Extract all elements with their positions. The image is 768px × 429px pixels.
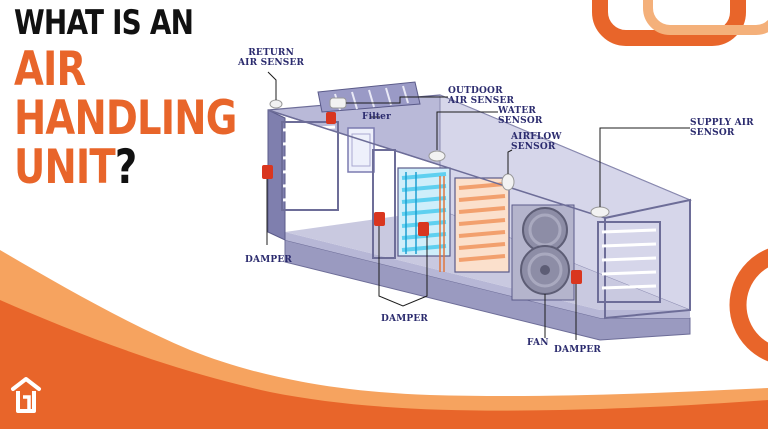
corner-square-inner [643, 0, 768, 35]
label-fan: FAN [527, 338, 549, 348]
headline-line-3: HANDLING [14, 91, 237, 146]
return-frame [281, 121, 339, 211]
water-sensor-dome [428, 150, 446, 162]
damper-actuator-middle-2 [418, 222, 429, 236]
filter-inner [351, 133, 371, 167]
label-return-air-sensor: RETURN AIR SENSER [238, 48, 305, 68]
return-end-face [267, 109, 286, 241]
headline-line-2: AIR [14, 42, 86, 97]
corner-square-outer [592, 0, 746, 46]
supply-louvers [601, 228, 657, 290]
headline: WHAT IS AN AIR HANDLING UNIT? [14, 6, 285, 191]
leader-lines [266, 71, 690, 340]
mixing-divider [372, 149, 396, 259]
label-airflow-sensor: AIRFLOW SENSOR [511, 132, 562, 152]
label-water-sensor: WATER SENSOR [498, 106, 543, 126]
damper-actuator-middle-1 [374, 212, 385, 226]
return-louvers [282, 125, 336, 202]
headline-unit-word: UNIT [14, 140, 116, 195]
headline-line-1: WHAT IS AN [14, 3, 194, 43]
airflow-sensor-dome [501, 173, 515, 191]
label-supply-air-sensor: SUPPLY AIR SENSOR [690, 118, 754, 138]
supply-end-face [604, 198, 691, 320]
supply-air-sensor-dome [590, 206, 610, 218]
right-ring [729, 248, 768, 362]
damper-actuator-left [262, 165, 273, 179]
roof-edge [267, 109, 606, 219]
label-filter: Filter [362, 112, 392, 122]
label-damper-right: DAMPER [554, 345, 602, 355]
heating-coil [439, 176, 510, 273]
supply-frame [597, 221, 661, 303]
label-damper-left: DAMPER [245, 255, 293, 265]
headline-question-mark: ? [114, 140, 137, 195]
headline-line-4: UNIT? [14, 144, 237, 191]
damper-actuator-right [571, 270, 582, 284]
fan-assembly [511, 204, 575, 301]
damper-actuator-top [326, 112, 336, 124]
label-outdoor-air-sensor: OUTDOOR AIR SENSER [448, 86, 515, 106]
bottom-wave-dark [0, 300, 768, 429]
outdoor-air-sensor-dome [329, 97, 347, 109]
cooling-coil [397, 167, 451, 257]
return-air-sensor-dome [269, 99, 283, 109]
house-outline-icon [11, 377, 41, 413]
label-damper-middle: DAMPER [381, 314, 429, 324]
